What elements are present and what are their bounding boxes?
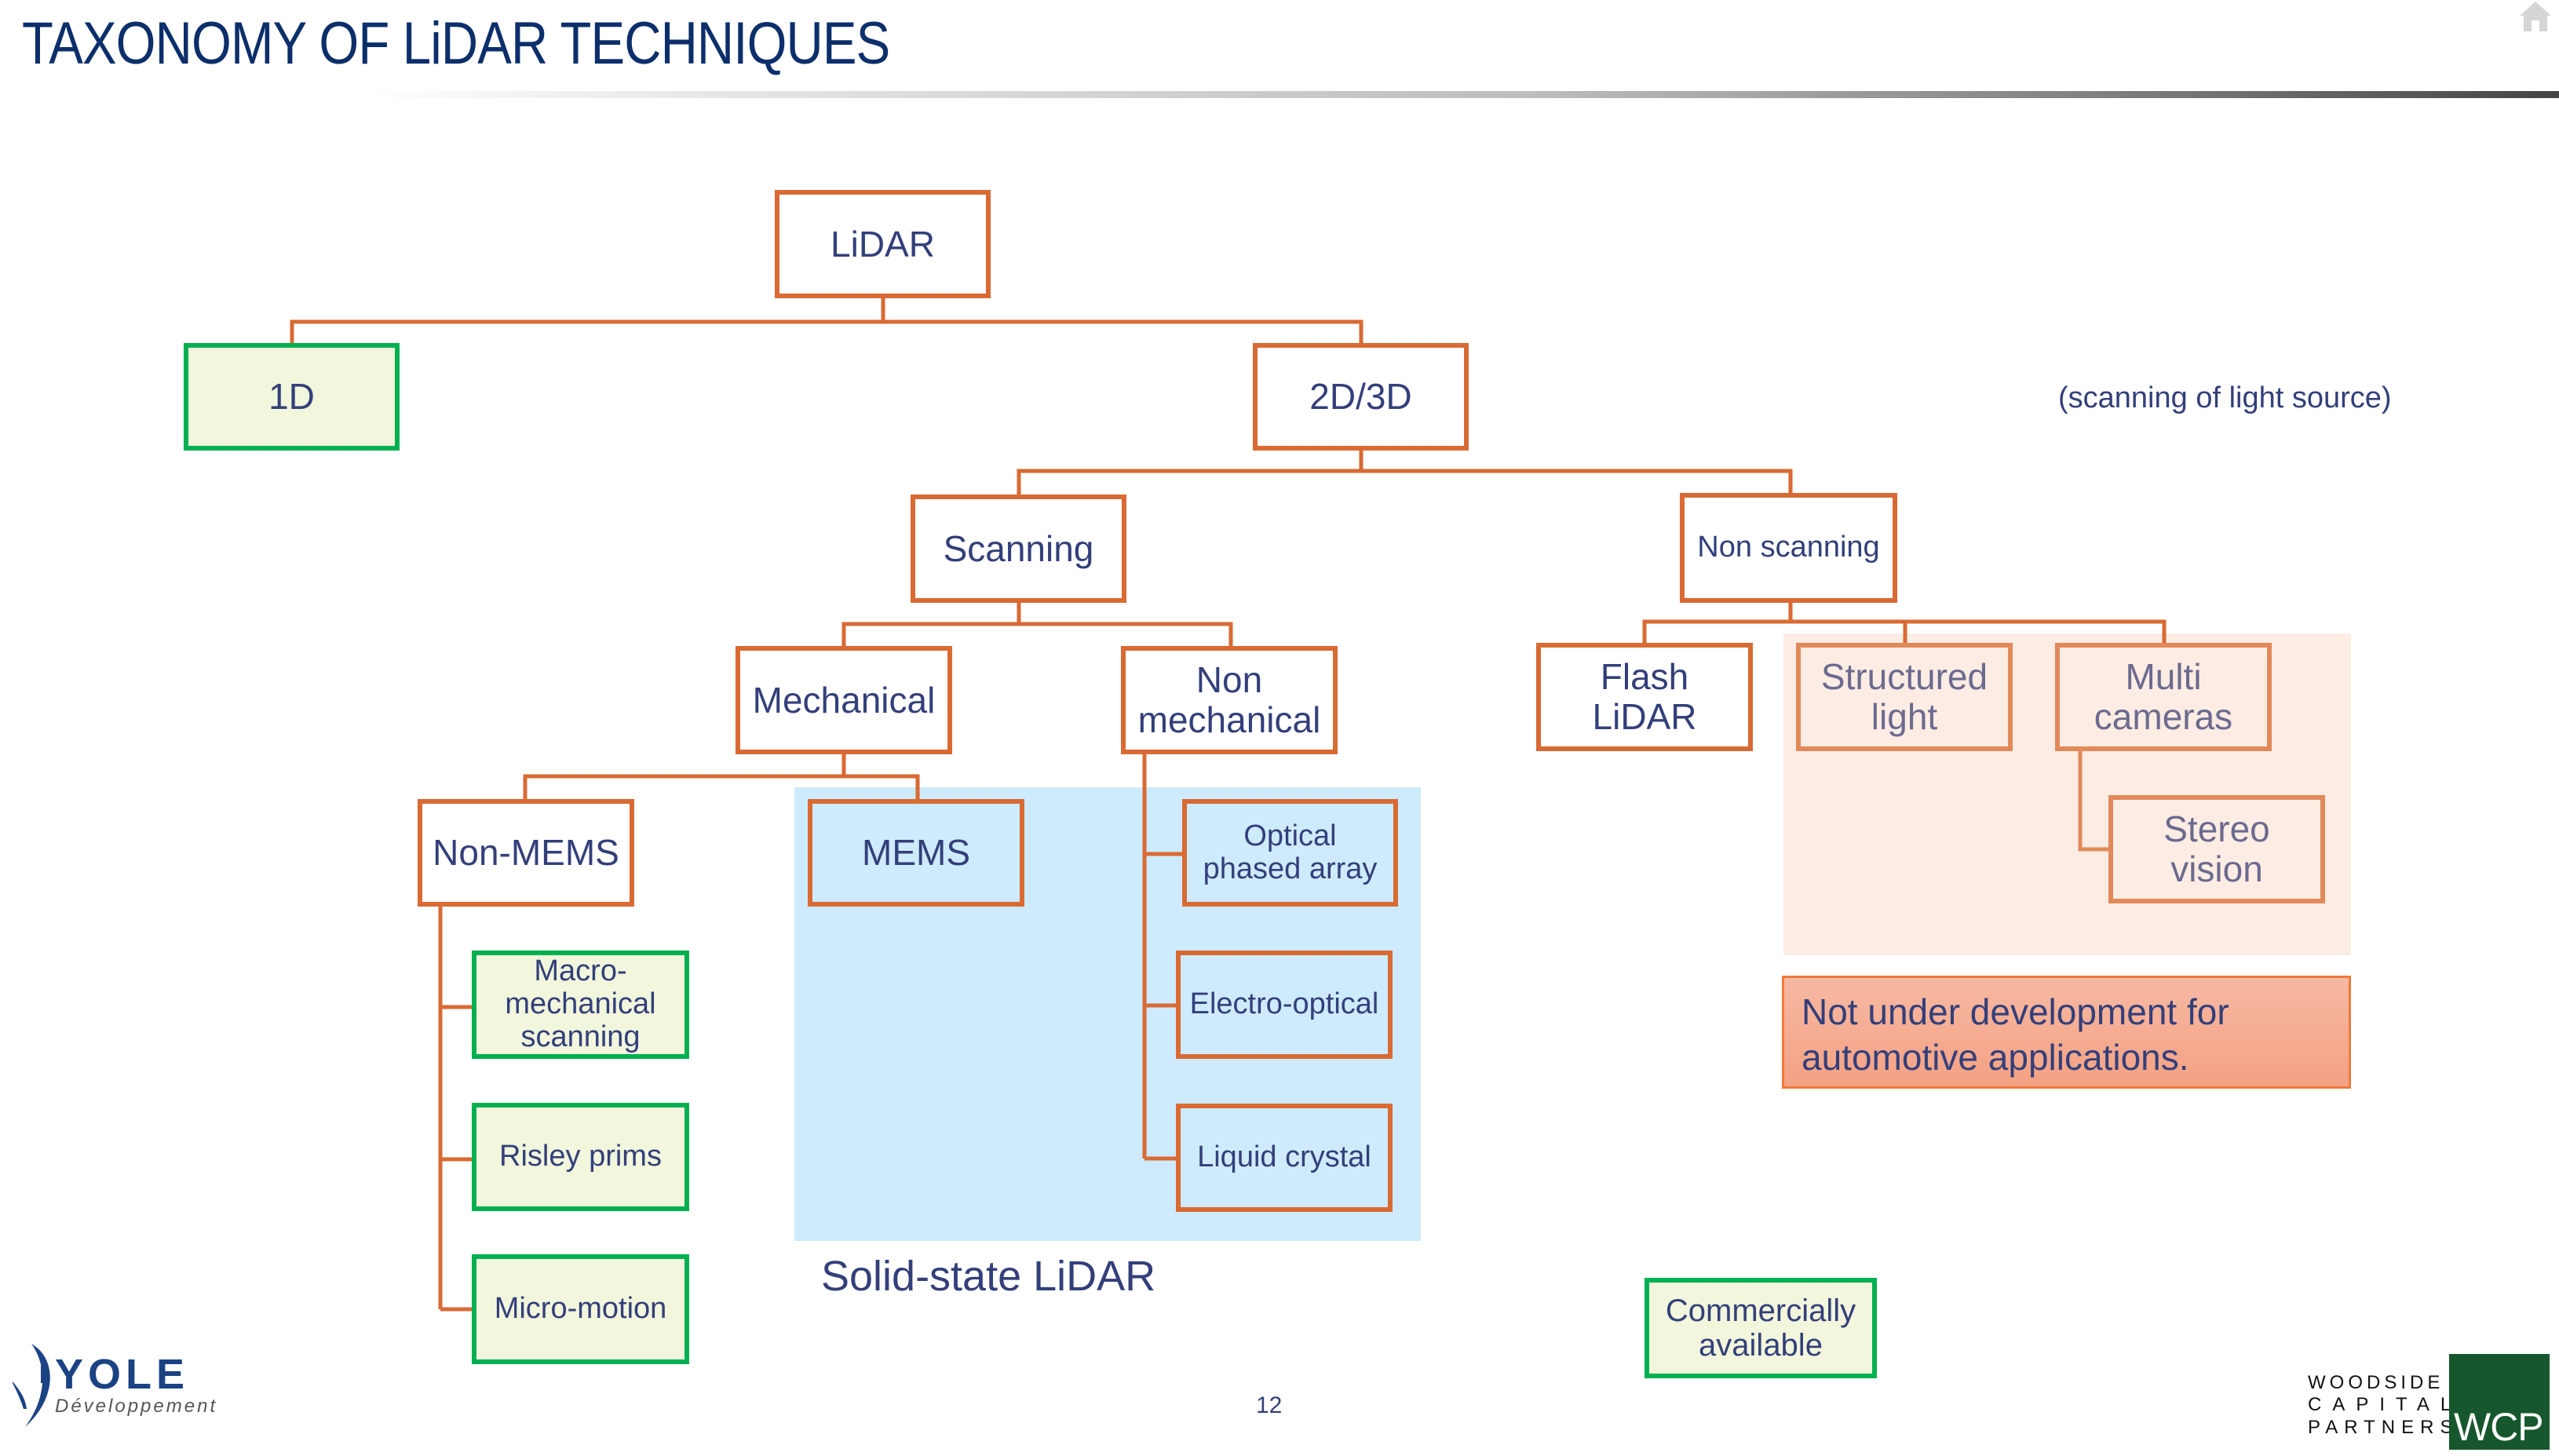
node-liquid-crystal: Liquid crystal	[1176, 1104, 1393, 1212]
yole-logo-subtitle: Développement	[55, 1396, 218, 1417]
woodside-logo-text: WOODSIDE CAPITAL PARTNERS	[2308, 1372, 2462, 1439]
node-structured-light: Structured light	[1796, 643, 2013, 751]
solid-state-label: Solid-state LiDAR	[821, 1253, 1156, 1300]
wcp-logo-text: WCP	[2454, 1405, 2544, 1449]
node-scanning: Scanning	[911, 494, 1126, 603]
wcp-logo: WCP	[2449, 1354, 2550, 1450]
node-non-scanning: Non scanning	[1680, 493, 1897, 603]
woodside-line-1: WOODSIDE	[2308, 1372, 2444, 1393]
node-2d3d: 2D/3D	[1253, 343, 1469, 451]
scanning-note: (scanning of light source)	[2058, 381, 2392, 414]
node-risley-prims: Risley prims	[472, 1103, 689, 1211]
node-mems: MEMS	[808, 799, 1024, 907]
node-mechanical: Mechanical	[736, 646, 952, 754]
node-electro-optical: Electro-optical	[1176, 951, 1393, 1059]
yole-logo-text: YOLE	[55, 1351, 190, 1398]
node-macro-mechanical-scanning: Macro-mechanical scanning	[472, 951, 689, 1059]
node-non-mechanical: Non mechanical	[1121, 646, 1338, 754]
node-micro-motion: Micro-motion	[472, 1254, 689, 1364]
node-non-mems: Non-MEMS	[418, 799, 634, 907]
woodside-line-2: CAPITAL	[2308, 1394, 2462, 1416]
node-lidar: LiDAR	[775, 190, 991, 298]
node-optical-phased-array: Optical phased array	[1182, 799, 1398, 907]
woodside-line-3: PARTNERS	[2308, 1416, 2459, 1438]
node-1d: 1D	[184, 343, 400, 451]
node-stereo-vision: Stereo vision	[2108, 795, 2325, 903]
edge-non-mems	[438, 907, 473, 1312]
edge-lidar	[290, 298, 1363, 343]
title-divider	[0, 91, 2559, 98]
home-icon[interactable]	[2518, 0, 2553, 31]
not-under-development-callout: Not under development for automotive app…	[1782, 976, 2351, 1089]
edge-2d3d	[1017, 451, 1793, 494]
edge-scanning	[841, 603, 1233, 646]
node-multi-cameras: Multi cameras	[2055, 643, 2272, 751]
yole-logo-mark	[13, 1344, 50, 1427]
legend-commercially-available: Commercially available	[1645, 1278, 1877, 1378]
node-flash-lidar: Flash LiDAR	[1536, 643, 1753, 751]
slide-title: TAXONOMY OF LiDAR TECHNIQUES	[22, 10, 890, 77]
page-number: 12	[1256, 1392, 1283, 1418]
